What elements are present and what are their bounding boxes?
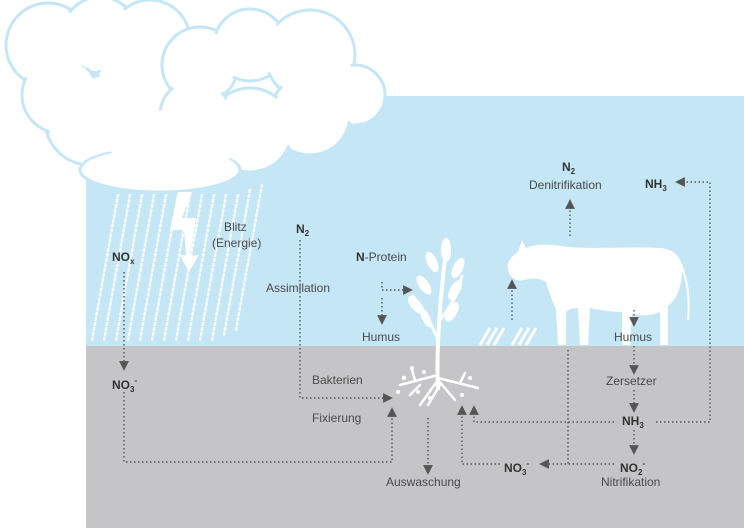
humus-left-label: Humus (362, 330, 401, 344)
nox-label: NOx (112, 250, 135, 266)
manure-stripes (478, 327, 538, 346)
nh3-mid-label: NH3 (622, 414, 644, 430)
no3-mid-label: NO3- (504, 459, 530, 477)
cow-icon (507, 240, 683, 345)
n2-left-label: N2 (296, 222, 310, 238)
leaching-label: Auswaschung (386, 475, 461, 489)
n-protein-label: N-Protein (356, 250, 407, 264)
lightning-label: Blitz (224, 220, 247, 234)
lightning-bolt-icon (170, 192, 199, 272)
decomposer-label: Zersetzer (606, 374, 657, 388)
cow-tail (679, 261, 690, 321)
n2-top-label: N2 (562, 160, 576, 176)
lightning-energy-label: (Energie) (212, 236, 262, 250)
assimilation-label: Assimilation (266, 281, 331, 295)
no2-label: NO2- (620, 459, 646, 477)
roots-icon (398, 368, 480, 407)
fixation-label: Fixierung (312, 411, 362, 425)
no3-left-label: NO3- (112, 376, 138, 394)
denitrification-label: Denitrifikation (529, 178, 602, 192)
humus-right-label: Humus (614, 330, 653, 344)
flow-arrows (119, 177, 711, 475)
nitrification-label: Nitrifikation (601, 475, 661, 489)
root-nodules (396, 366, 472, 400)
nh3-top-label: NH3 (645, 177, 667, 193)
bacteria-label: Bakterien (312, 373, 363, 387)
